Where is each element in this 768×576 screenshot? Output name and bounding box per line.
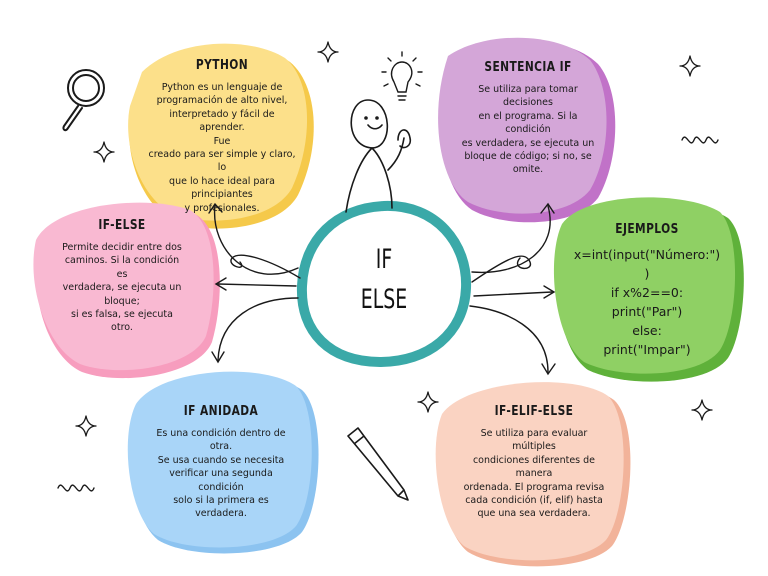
arrow-to-if-anidada [217, 297, 299, 361]
center-label-if: IF [375, 244, 393, 275]
arrowhead-if-else [214, 277, 227, 291]
node-if-else: IF-ELSE Permite decidir entre dos camino… [42, 218, 202, 335]
lightbulb-icon [381, 51, 423, 101]
connectors [208, 202, 556, 376]
node-description: Permite decidir entre dos caminos. Si la… [62, 242, 182, 334]
center-label: IF ELSE [340, 240, 428, 320]
sparkle-icon [75, 41, 713, 437]
arrowhead-if-anidada [211, 351, 225, 364]
node-if-elif-else: IF-ELIF-ELSE Se utiliza para evaluar múl… [452, 404, 616, 521]
arrow-to-if-else-loop [230, 254, 301, 279]
sentencia-if-blob [438, 37, 616, 223]
arrowhead-ejemplos [543, 285, 556, 299]
node-if-anidada: IF ANIDADA Es una condición dentro de ot… [142, 404, 300, 521]
node-python: PYTHON Python es un lenguaje de programa… [147, 58, 297, 215]
pencil-icon [347, 427, 409, 501]
arrowhead-elif [541, 363, 556, 376]
node-description: Se utiliza para tomar decisiones en el p… [461, 84, 595, 176]
arrow-to-python [213, 204, 299, 275]
squiggle-icon [57, 136, 719, 492]
center-label-else: ELSE [360, 284, 408, 315]
ejemplos-blob [553, 197, 744, 382]
node-sentencia-if: SENTENCIA IF Se utiliza para tomar decis… [458, 60, 598, 177]
arrow-loop-right [471, 255, 532, 283]
arrowhead-python [208, 202, 223, 214]
if-anidada-blob [127, 371, 319, 554]
magnifier-icon [62, 69, 105, 132]
if-else-blob [33, 202, 220, 379]
python-blob [128, 43, 314, 229]
node-title: IF ANIDADA [183, 404, 259, 419]
node-title: IF-ELSE [98, 218, 146, 233]
node-title: EJEMPLOS [615, 222, 679, 237]
node-ejemplos: EJEMPLOS x=int(input("Número:") ) if x%2… [568, 222, 726, 359]
node-title: PYTHON [195, 58, 249, 73]
node-title: IF-ELIF-ELSE [494, 404, 574, 419]
person-doodle-icon [345, 99, 412, 213]
node-description: Es una condición dentro de otra. Se usa … [156, 428, 286, 520]
node-description: Python es un lenguaje de programación de… [148, 82, 296, 214]
center-ring [296, 200, 472, 368]
arrow-to-if-else [217, 283, 297, 287]
arrow-to-ejemplos [473, 291, 553, 297]
node-title: SENTENCIA IF [484, 60, 572, 75]
node-description: Se utiliza para evaluar múltiples condic… [463, 428, 605, 520]
if-elif-else-blob [435, 382, 631, 567]
arrow-to-elif [469, 305, 549, 373]
code-example: x=int(input("Número:") ) if x%2==0: prin… [573, 247, 721, 357]
arrowhead-sentencia [540, 202, 555, 214]
